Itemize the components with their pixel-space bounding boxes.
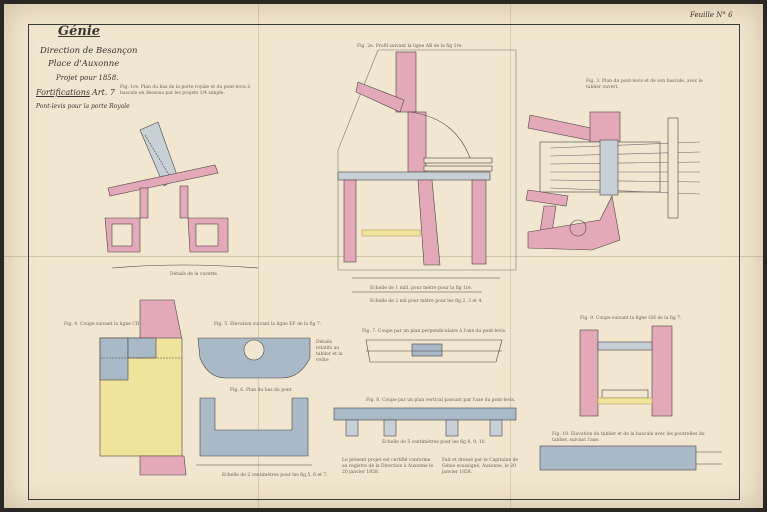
caption-fig3: Fig. 3. Plan du pont-levis et de son bas… <box>586 79 703 90</box>
caption-fig4: Fig. 4. Coupe suivant la ligne CD de la … <box>64 322 165 327</box>
sheet-prefix: Feuille N° <box>690 11 726 19</box>
fold-line-horizontal <box>4 256 763 257</box>
fig9-coupe <box>579 325 673 417</box>
caption-fig10: Fig. 10. Elevation du tablier et de la b… <box>552 432 705 443</box>
fig8-section <box>333 407 517 437</box>
vertical-note: Détails relatifs au tablier et la voûte <box>316 340 343 363</box>
signature-note: Le présent projet est certifié conforme … <box>342 458 434 475</box>
caption-fig8: Fig. 8. Coupe par un plan vertical passa… <box>366 398 516 403</box>
sheet-number: Feuille N° 6 <box>690 11 733 19</box>
fig1-plan <box>104 121 259 269</box>
fold-line-vertical-right <box>510 4 511 508</box>
caption-fig7: Fig. 7. Coupe par un plan perpendiculair… <box>362 329 507 334</box>
fold-line-vertical-left <box>258 4 259 508</box>
fig4-coupe <box>99 299 187 476</box>
fig10-elevation <box>539 445 722 471</box>
drawing-frame <box>28 24 740 500</box>
scale-4: Echelle de 5 centimètres pour les fig 8,… <box>382 440 487 445</box>
fig2-profile <box>337 49 517 293</box>
caption-fig6: Fig. 6. Plan du bas du pont <box>230 388 292 393</box>
scale-1: Echelle de 1 mill. pour mètre pour la fi… <box>370 286 473 291</box>
scale-3: Echelle de 2 centimètres pour les fig 5,… <box>222 473 328 478</box>
subject: Pont-levis pour la porte Royale <box>36 103 130 110</box>
caption-fig5: Fig. 5. Elevation suivant la ligne EF de… <box>214 322 322 327</box>
article-number: 7 <box>109 88 115 97</box>
caption-fig1: Fig. 1re. Plan du bas de la porte royale… <box>120 85 251 96</box>
fig3-plan <box>525 111 701 251</box>
article: Art. 7 <box>92 88 115 97</box>
place: Place d'Auxonne <box>48 59 120 69</box>
detail-cuvette: Détails de la cuvette <box>170 272 217 277</box>
fig5-fig6 <box>196 337 312 466</box>
title: Génie <box>58 24 101 39</box>
signature-2: Fait et dressé par le Capitaine de Génie… <box>442 458 519 475</box>
article-prefix: Art. <box>92 88 108 97</box>
caption-fig2: Fig. 2e. Profil suivant la ligne AB de l… <box>357 44 463 49</box>
fortifications: Fortifications <box>36 88 90 97</box>
sheet-num: 6 <box>728 11 733 19</box>
projet: Projet pour 1858. <box>56 74 119 82</box>
direction: Direction de Besançon <box>40 46 138 56</box>
caption-fig9: Fig. 9. Coupe suivant la ligne GH de la … <box>580 316 682 321</box>
scale-2: Echelle de 2 mil pour mètre pour les fig… <box>370 299 483 304</box>
fig7-section <box>365 339 503 363</box>
